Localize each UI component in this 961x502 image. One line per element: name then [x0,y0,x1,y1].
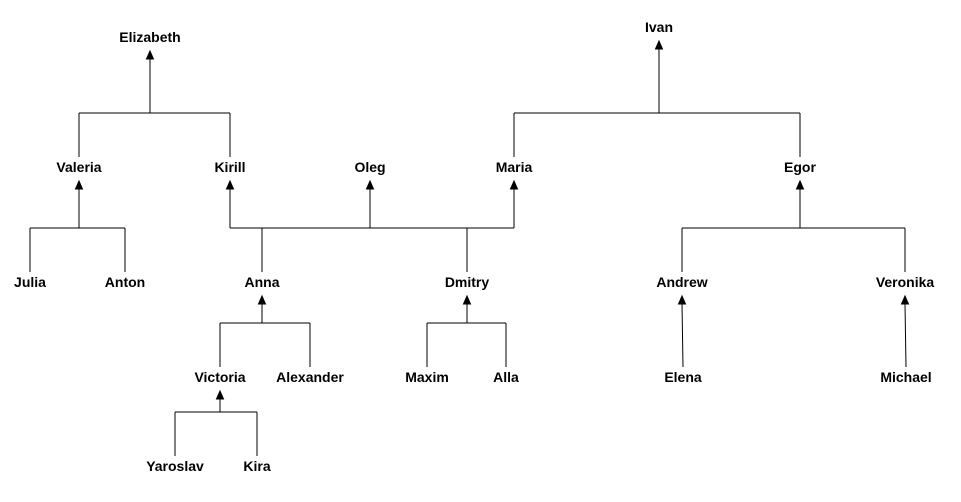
node-label-michael: Michael [880,369,931,385]
node-label-julia: Julia [14,274,46,290]
node-label-egor: Egor [784,159,816,175]
arrowhead-icon [795,179,805,190]
arrowhead-icon [145,49,155,60]
node-label-ivan: Ivan [645,19,673,35]
arrowhead-icon [509,179,519,190]
arrowhead-icon [365,179,375,190]
arrowhead-icon [900,294,910,305]
arrowhead-icon [257,294,267,305]
node-label-victoria: Victoria [194,369,245,385]
arrowhead-icon [215,389,225,400]
arrowhead-icon [74,179,84,190]
arrowhead-icon [225,179,235,190]
node-label-andrew: Andrew [656,274,707,290]
node-label-anton: Anton [105,274,145,290]
node-label-dmitry: Dmitry [445,274,490,290]
node-label-elizabeth: Elizabeth [119,29,180,45]
edges-layer [29,39,910,456]
node-label-oleg: Oleg [354,159,385,175]
node-label-alexander: Alexander [276,369,344,385]
arrowhead-icon [654,39,664,50]
node-label-yaroslav: Yaroslav [146,458,204,474]
node-label-alla: Alla [493,369,519,385]
node-label-anna: Anna [245,274,280,290]
node-label-maxim: Maxim [405,369,449,385]
arrowhead-icon [677,294,687,305]
node-label-veronika: Veronika [876,274,935,290]
node-label-valeria: Valeria [56,159,101,175]
connector-line [904,303,907,368]
node-label-kira: Kira [243,458,270,474]
connector-line [681,303,684,368]
node-label-elena: Elena [664,369,702,385]
node-label-maria: Maria [496,159,533,175]
node-label-kirill: Kirill [214,159,245,175]
arrowhead-icon [462,294,472,305]
